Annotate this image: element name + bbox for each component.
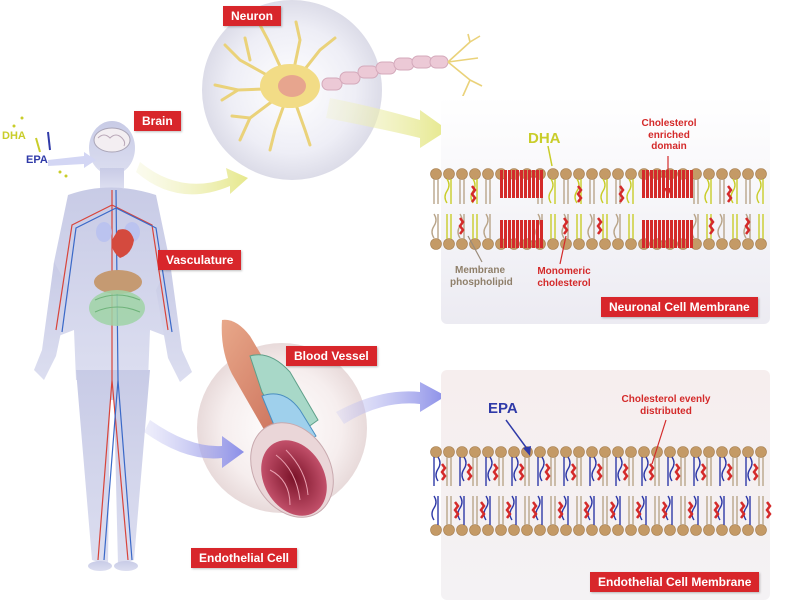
neuronal-membrane-panel	[441, 96, 770, 324]
dha-label: DHA	[528, 130, 561, 147]
neuron-label: Neuron	[223, 6, 281, 26]
monomeric-cholesterol-label: Monomeric cholesterol	[537, 266, 591, 289]
endothelial-lipid-bilayer	[430, 446, 772, 536]
endothelial-membrane-label: Endothelial Cell Membrane	[590, 572, 760, 592]
omega3-intake-arrows	[12, 116, 96, 178]
dha-intake-label: DHA	[2, 130, 26, 142]
endothelial-membrane-panel	[441, 370, 770, 600]
brain-label: Brain	[134, 111, 181, 131]
endothelial-cell-label: Endothelial Cell	[191, 548, 298, 568]
human-body-illustration	[34, 121, 192, 571]
epa-label: EPA	[488, 400, 518, 417]
epa-intake-label: EPA	[26, 154, 48, 166]
neuronal-membrane-label: Neuronal Cell Membrane	[601, 297, 758, 317]
neuron-illustration	[202, 0, 483, 180]
cholesterol-even-label: Cholesterol evenly distributed	[621, 394, 711, 417]
annotation-pointers	[467, 145, 672, 465]
neuronal-lipid-bilayer	[430, 168, 767, 250]
blood-vessel-label: Blood Vessel	[286, 346, 377, 366]
membrane-phospholipid-label: Membrane phospholipid	[450, 265, 513, 288]
blood-vessel-illustration	[197, 319, 367, 518]
flow-arrows	[136, 98, 448, 468]
cholesterol-domain-label: Cholesterol enriched domain	[641, 118, 697, 152]
vasculature-label: Vasculature	[158, 250, 242, 270]
